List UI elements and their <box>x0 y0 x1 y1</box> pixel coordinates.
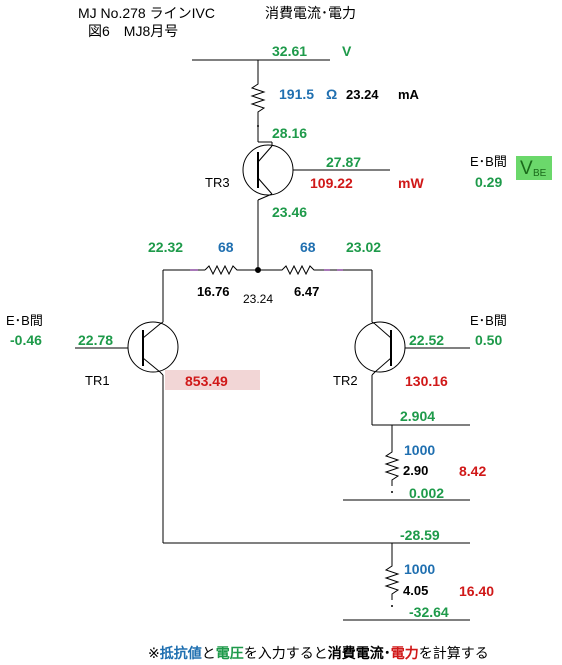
tr3-vbe: 0.29 <box>475 174 503 190</box>
tr1-base-v[interactable]: 22.78 <box>78 332 114 348</box>
r-right-ohm[interactable]: 68 <box>300 239 316 255</box>
tr1-power: 853.49 <box>185 373 228 389</box>
vbe-badge-sub: BE <box>533 168 547 179</box>
tr1-power-highlight <box>165 370 260 390</box>
supply-voltage[interactable]: 32.61 <box>272 43 308 59</box>
right-top-v[interactable]: 23.02 <box>346 239 382 255</box>
tr3-power: 109.22 <box>310 175 353 191</box>
r-bottom-power: 16.40 <box>459 583 495 599</box>
r-top-resistor <box>250 80 266 118</box>
r-top-current-unit: mA <box>398 87 419 102</box>
r-mid-bottom-v[interactable]: 0.002 <box>409 485 445 501</box>
tr2-label: TR2 <box>333 373 358 388</box>
r-left-68 <box>204 264 258 276</box>
tr3-base-v[interactable]: 27.87 <box>326 154 362 170</box>
vbe-badge: V BE <box>516 156 552 180</box>
footer-input: を入力すると <box>243 645 328 661</box>
tr1-label: TR1 <box>85 373 110 388</box>
r-left-current: 16.76 <box>197 284 230 299</box>
tr2-vbe: 0.50 <box>475 332 503 348</box>
r-bottom-bottom-v[interactable]: -32.64 <box>409 604 449 620</box>
r-bottom-current: 4.05 <box>403 583 429 598</box>
tr3-power-unit: mW <box>398 175 424 191</box>
r-bottom-top-v[interactable]: -28.59 <box>400 527 440 543</box>
r-mid-resistor <box>384 448 400 486</box>
header-title: MJ No.278 ラインIVC <box>78 5 215 21</box>
footer-and: と <box>201 645 216 661</box>
mid-node-v: 23.24 <box>243 292 274 306</box>
r-top-ohm[interactable]: 191.5 <box>279 86 315 102</box>
left-top-v[interactable]: 22.32 <box>148 239 184 255</box>
footer-resistance: 抵抗値 <box>159 645 202 661</box>
tr2-base-v[interactable]: 22.52 <box>409 332 445 348</box>
footer-current: 消費電流･ <box>327 645 391 661</box>
tr2-power: 130.16 <box>405 373 448 389</box>
tr1-eb-label: E･B間 <box>6 313 43 328</box>
tr2-eb-label: E･B間 <box>470 313 507 328</box>
vbe-badge-v: V <box>520 158 533 179</box>
r-mid-ohm[interactable]: 1000 <box>404 442 436 458</box>
r-bottom-resistor <box>384 562 400 600</box>
r-mid-power: 8.42 <box>459 463 487 479</box>
header-figure: 図6 MJ8月号 <box>88 23 179 39</box>
r-top-current: 23.24 <box>346 87 379 102</box>
tr3-label: TR3 <box>205 175 230 190</box>
tr1-body <box>127 321 179 373</box>
header-subtitle: 消費電流･電力 <box>265 5 356 21</box>
tr2-body <box>354 321 406 373</box>
footer-mark: ※ <box>148 645 160 661</box>
footer-calc: を計算する <box>418 645 489 661</box>
supply-unit: V <box>342 43 352 59</box>
tr1-vbe: -0.46 <box>10 332 42 348</box>
r-bottom-ohm[interactable]: 1000 <box>404 561 436 577</box>
r-left-ohm[interactable]: 68 <box>218 239 234 255</box>
tr3-eb-label: E･B間 <box>470 154 507 169</box>
tr3-collector-v[interactable]: 28.16 <box>272 125 308 141</box>
footer-note: ※抵抗値と電圧を入力すると消費電流･電力を計算する <box>148 646 489 660</box>
tr3-body <box>242 144 294 196</box>
r-right-68 <box>258 264 320 276</box>
r-top-unit: Ω <box>326 86 338 102</box>
r-mid-current: 2.90 <box>403 463 429 478</box>
r-mid-top-v[interactable]: 2.904 <box>400 408 436 424</box>
footer-power: 電力 <box>390 645 419 661</box>
footer-voltage: 電圧 <box>215 645 244 661</box>
tr3-emitter-v[interactable]: 23.46 <box>272 204 308 220</box>
r-right-current: 6.47 <box>294 284 320 299</box>
